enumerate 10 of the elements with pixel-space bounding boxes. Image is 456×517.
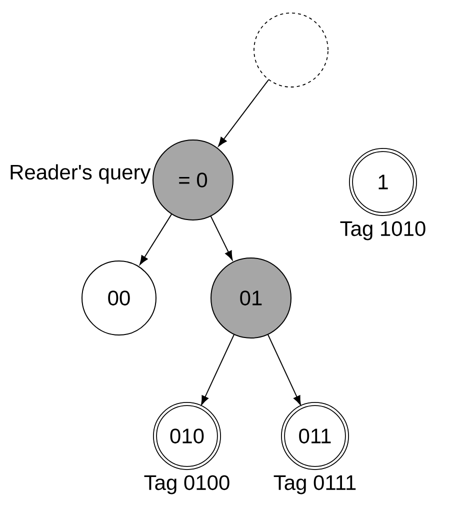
arrow xyxy=(218,79,269,146)
tag-label: Tag 0100 xyxy=(144,475,230,494)
empty-circle xyxy=(254,12,328,88)
tag-label: Tag 1010 xyxy=(340,221,426,240)
query-label: Reader's query xyxy=(10,164,151,184)
tag-label: Tag 0111 xyxy=(274,475,356,494)
arrow xyxy=(268,334,301,406)
arrow xyxy=(210,216,233,260)
arrow xyxy=(201,334,234,406)
arrow xyxy=(140,214,172,265)
